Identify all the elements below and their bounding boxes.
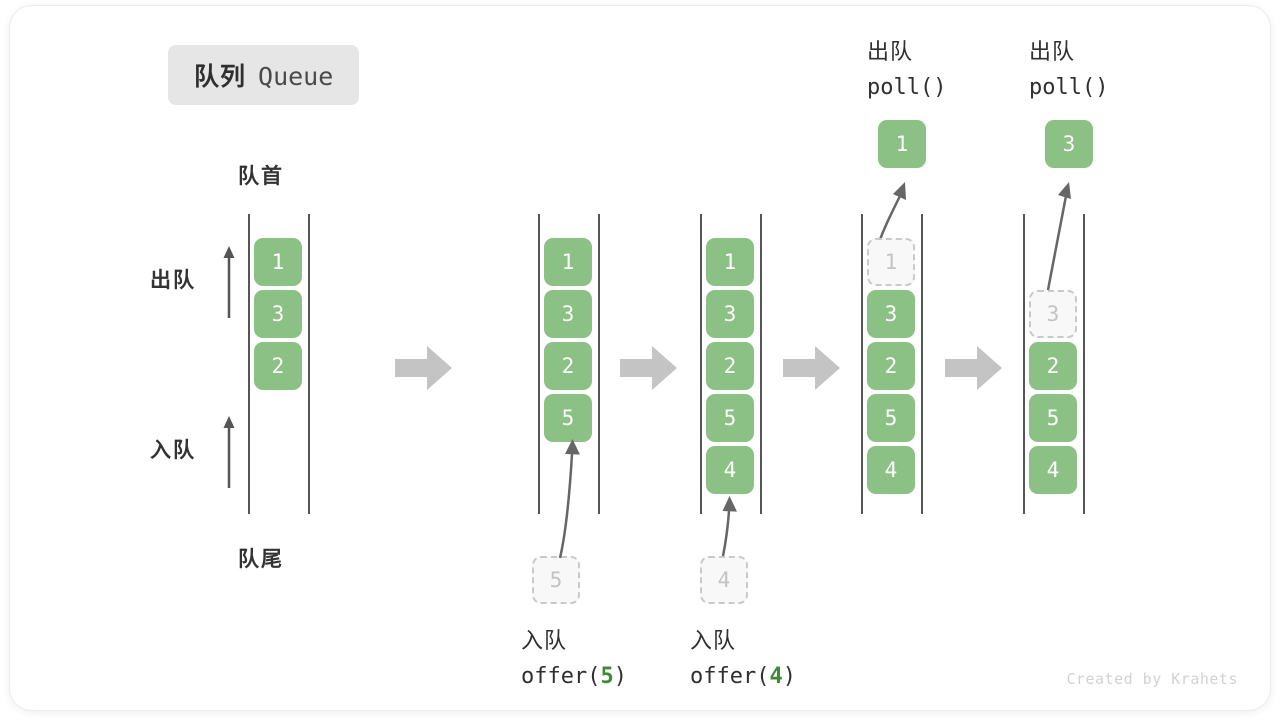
dequeue-side-label: 出队 [150, 269, 196, 292]
rail-right [598, 214, 600, 514]
operation-caption-cn: 出队 [867, 39, 914, 64]
rail-left [1023, 214, 1025, 514]
watermark: Created by Krahets [1066, 670, 1238, 688]
queue-slot: 2 [867, 342, 915, 390]
queue-slot: 5 [867, 394, 915, 442]
dequeue-direction-arrow-icon [221, 244, 235, 318]
queue-slot: 3 [867, 290, 915, 338]
operation-caption-code: poll() [867, 75, 947, 100]
rail-right [760, 214, 762, 514]
operation-caption-code: offer(4) [690, 664, 796, 689]
operation-caption-offer-5: 入队 offer(5) [521, 623, 627, 695]
queue-slot: 2 [1029, 342, 1077, 390]
popped-element: 1 [878, 120, 926, 168]
rail-left [538, 214, 540, 514]
queue-column-poll-1: 1 3 2 5 4 [861, 214, 923, 514]
queue-column-initial: 1 3 2 [248, 214, 310, 514]
queue-slot: 5 [706, 394, 754, 442]
queue-slot: 1 [254, 238, 302, 286]
queue-slot: 1 [706, 238, 754, 286]
operation-caption-cn: 入队 [690, 628, 737, 653]
step-arrow-icon [945, 346, 1003, 390]
queue-tail-label: 队尾 [238, 548, 284, 571]
queue-slot: 2 [254, 342, 302, 390]
queue-column-poll-3: 3 2 5 4 [1023, 214, 1085, 514]
operation-caption-code: offer(5) [521, 664, 627, 689]
step-arrow-icon [783, 346, 841, 390]
operation-caption-offer-4: 入队 offer(4) [690, 623, 796, 695]
rail-left [700, 214, 702, 514]
title-en: Queue [258, 62, 334, 91]
queue-slot: 3 [254, 290, 302, 338]
diagram-canvas: 队列 Queue 队首 队尾 出队 入队 1 3 2 1 3 [10, 6, 1270, 710]
queue-slot: 2 [706, 342, 754, 390]
step-arrow-icon [395, 346, 453, 390]
enqueue-direction-arrow-icon [221, 414, 235, 488]
rail-left [861, 214, 863, 514]
pending-element: 4 [700, 556, 748, 604]
queue-head-label: 队首 [238, 165, 284, 188]
queue-slot: 2 [544, 342, 592, 390]
enqueue-motion-arrow-icon [540, 436, 600, 561]
enqueue-motion-arrow-icon [708, 493, 758, 559]
queue-slot: 5 [1029, 394, 1077, 442]
operation-caption-cn: 入队 [521, 628, 568, 653]
operation-caption-poll-1: 出队 poll() [867, 34, 946, 106]
queue-column-after-offer-5: 1 3 2 5 [538, 214, 600, 514]
rail-left [248, 214, 250, 514]
queue-slot: 4 [706, 446, 754, 494]
queue-slot: 3 [706, 290, 754, 338]
operation-caption-poll-3: 出队 poll() [1029, 34, 1108, 106]
queue-column-after-offer-4: 1 3 2 5 4 [700, 214, 762, 514]
queue-slot: 4 [1029, 446, 1077, 494]
rail-right [921, 214, 923, 514]
enqueue-side-label: 入队 [150, 439, 196, 462]
operation-caption-cn: 出队 [1029, 39, 1076, 64]
pending-element: 5 [532, 556, 580, 604]
popped-element: 3 [1045, 120, 1093, 168]
queue-slot-ghost: 3 [1029, 290, 1077, 338]
queue-slot: 3 [544, 290, 592, 338]
queue-slot: 4 [867, 446, 915, 494]
queue-slot: 5 [544, 394, 592, 442]
rail-right [1083, 214, 1085, 514]
step-arrow-icon [620, 346, 678, 390]
operation-caption-code: poll() [1029, 75, 1109, 100]
rail-right [308, 214, 310, 514]
diagram-title-badge: 队列 Queue [168, 45, 360, 105]
queue-slot: 1 [544, 238, 592, 286]
queue-slot-ghost: 1 [867, 238, 915, 286]
title-cn: 队列 [194, 63, 247, 91]
